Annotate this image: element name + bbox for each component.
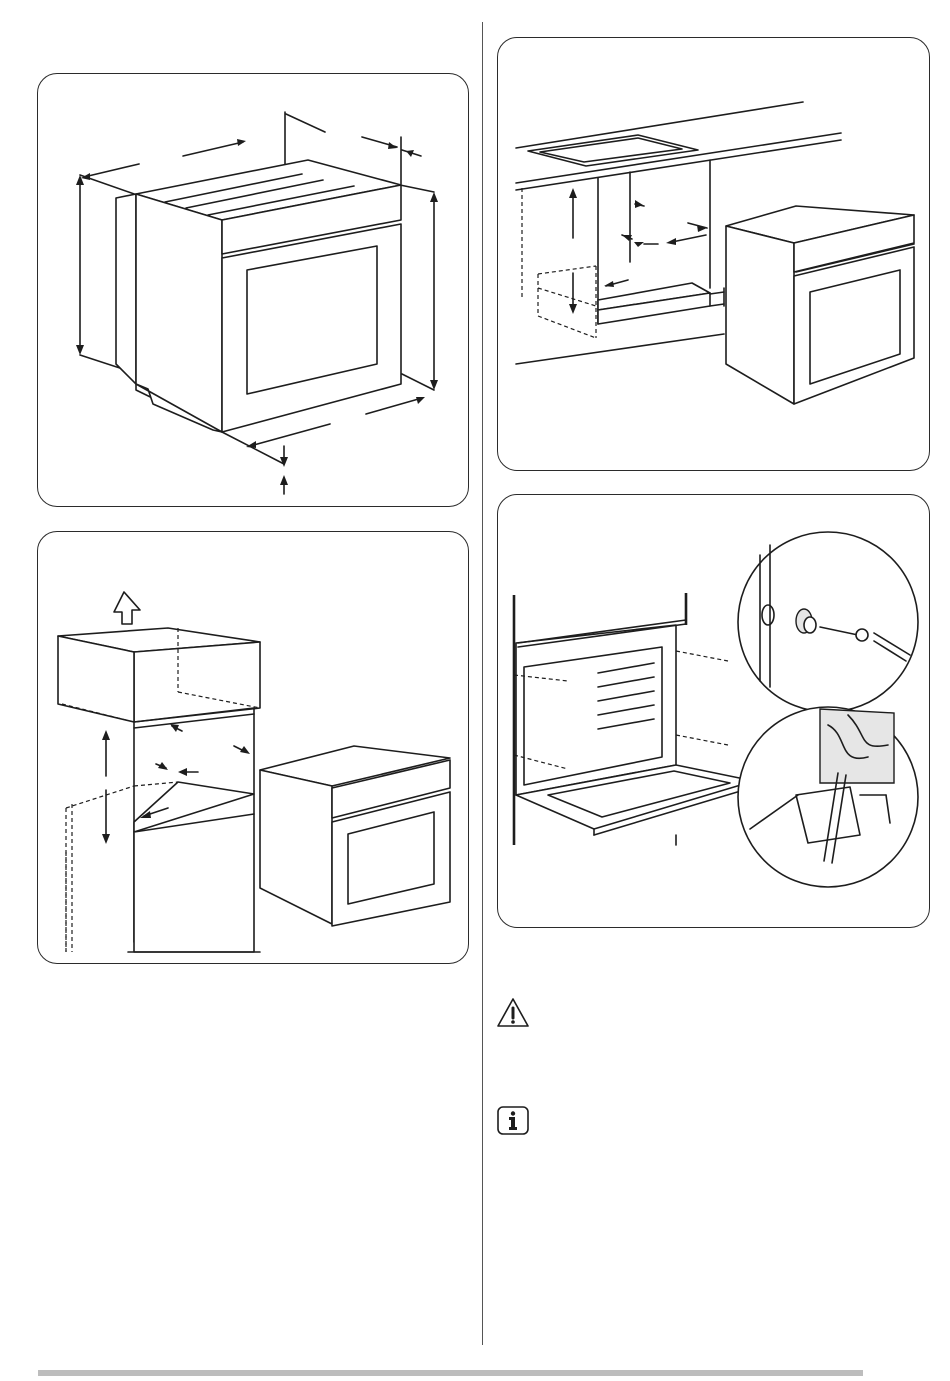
information-icon [496, 1104, 530, 1138]
column-installation-drawing [38, 532, 469, 964]
securing-oven-drawing [498, 495, 930, 928]
figure-countertop-installation [497, 37, 930, 471]
figure-securing-oven [497, 494, 930, 928]
warning-icon [496, 996, 530, 1030]
figure-oven-dimensions [37, 73, 469, 507]
figure-column-installation [37, 531, 469, 964]
footer-bar [38, 1370, 863, 1376]
countertop-installation-drawing [498, 38, 930, 471]
column-divider [482, 22, 483, 1345]
oven-dimensions-drawing [38, 74, 469, 507]
